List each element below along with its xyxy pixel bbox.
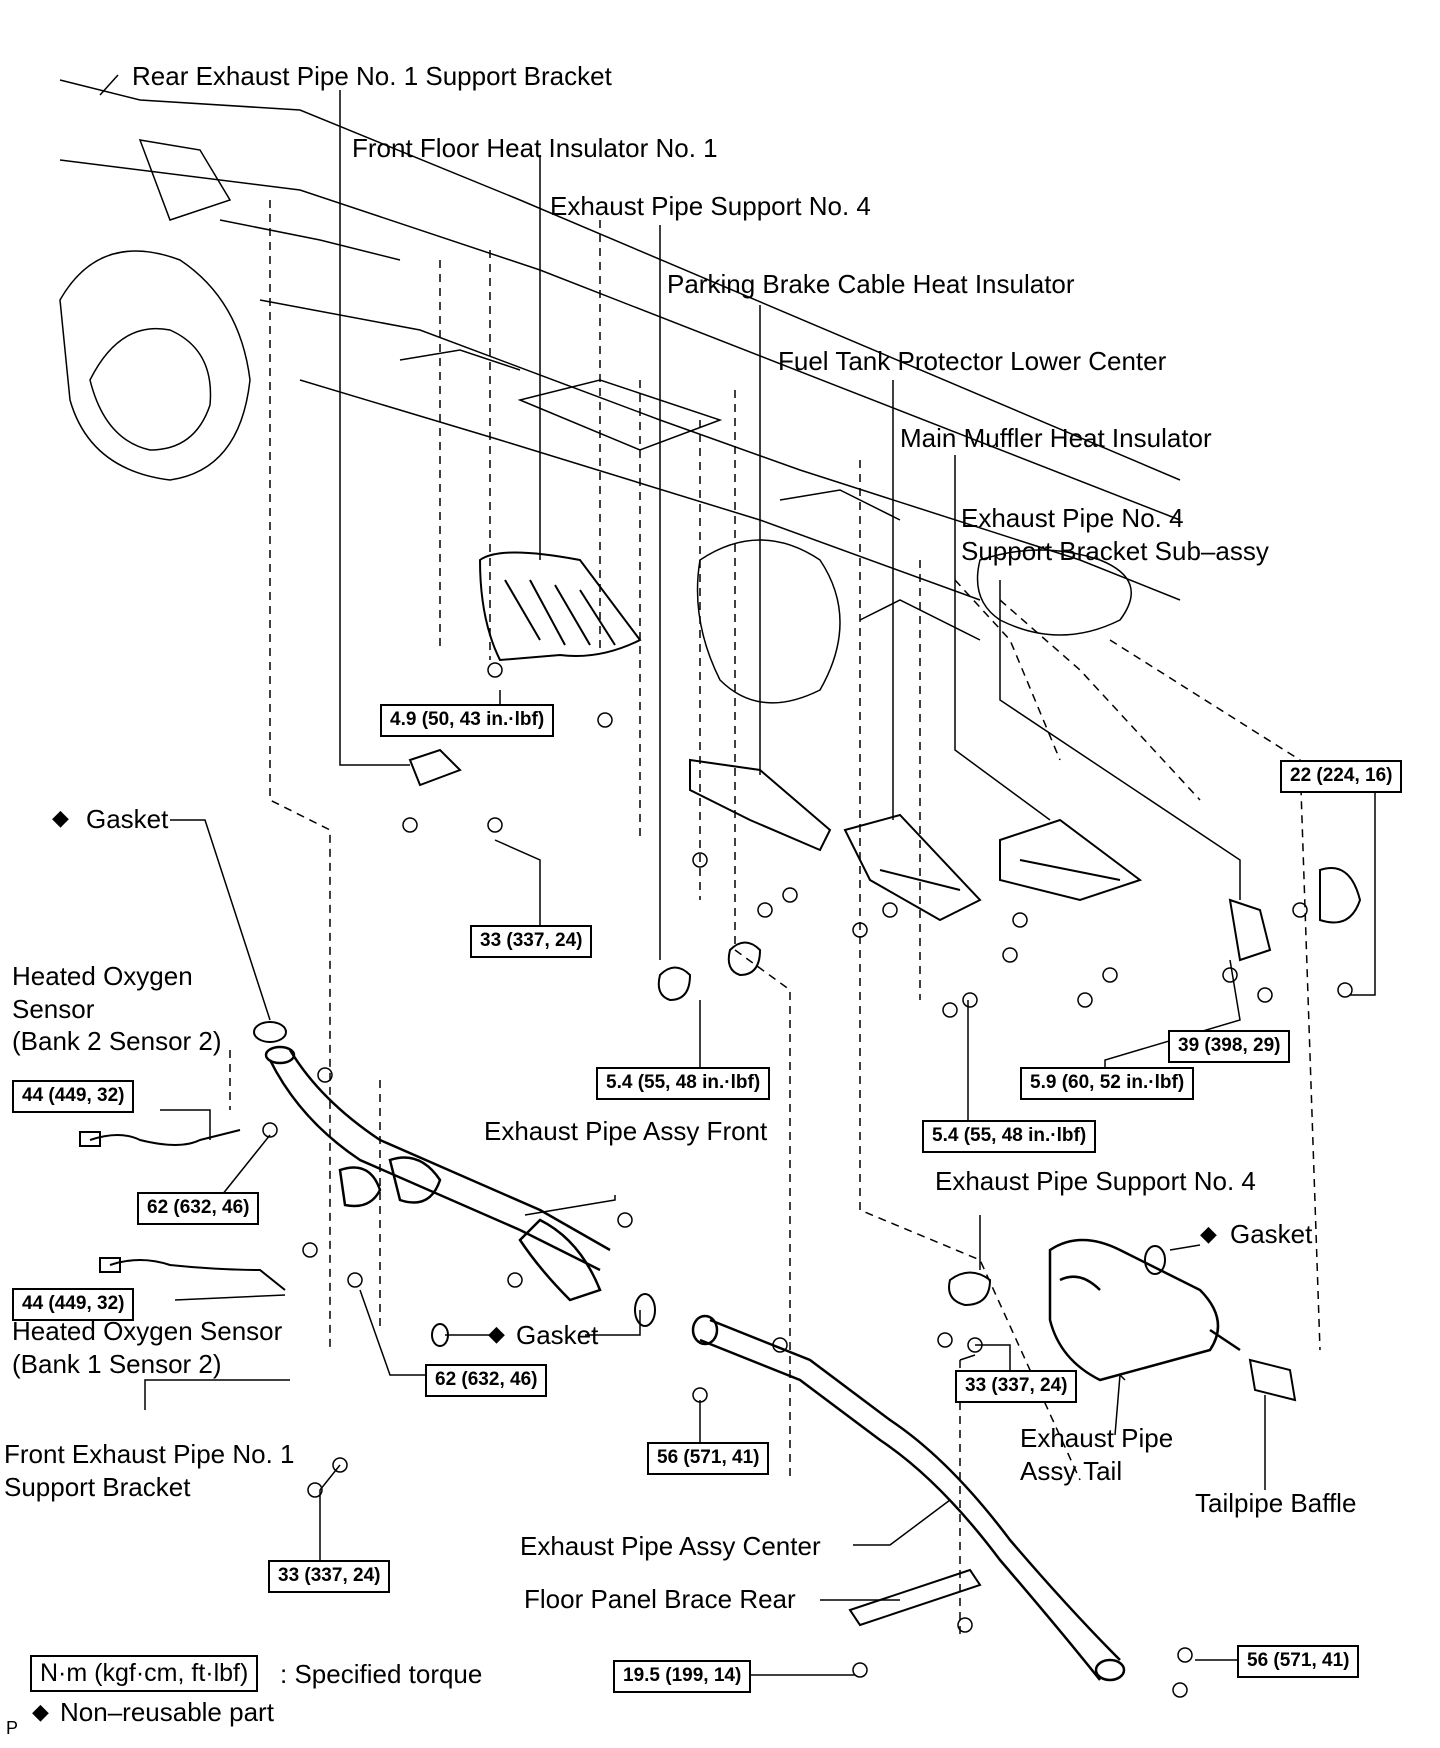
label-exhaust-pipe-support-no4-top: Exhaust Pipe Support No. 4 <box>550 191 871 221</box>
leader-lines <box>99 74 1376 1676</box>
label-front-floor-heat-insulator-no1: Front Floor Heat Insulator No. 1 <box>352 133 718 163</box>
torque-box: 44 (449, 32) <box>12 1288 135 1321</box>
label-gasket-middle: Gasket <box>516 1320 599 1350</box>
label-heated-oxygen-sensor-bank1: Heated Oxygen Sensor (Bank 1 Sensor 2) <box>12 1316 283 1379</box>
torque-box: 56 (571, 41) <box>1237 1645 1360 1678</box>
torque-box: 62 (632, 46) <box>425 1364 548 1397</box>
label-heated-oxygen-sensor-bank2: Heated Oxygen Sensor (Bank 2 Sensor 2) <box>12 961 222 1056</box>
label-floor-panel-brace-rear: Floor Panel Brace Rear <box>524 1584 796 1614</box>
label-exhaust-pipe-assy-center: Exhaust Pipe Assy Center <box>520 1531 821 1561</box>
legend-non-reusable-part: Non–reusable part <box>60 1697 274 1727</box>
oxygen-sensor-bank1 <box>99 1257 286 1291</box>
torque-box: 4.9 (50, 43 in.·lbf) <box>380 704 555 737</box>
label-exhaust-pipe-no4-support-bracket-sub-assy: Exhaust Pipe No. 4 Support Bracket Sub–a… <box>961 503 1269 566</box>
legend-unit-box: N·m (kgf·cm, ft·lbf) <box>30 1655 259 1692</box>
diamond-icon: ◆ <box>32 1700 49 1725</box>
torque-box: 56 (571, 41) <box>647 1442 770 1475</box>
bolts <box>262 662 1353 1698</box>
torque-box: 33 (337, 24) <box>268 1560 391 1593</box>
label-rear-exhaust-pipe-no1-support-bracket: Rear Exhaust Pipe No. 1 Support Bracket <box>132 61 612 91</box>
label-front-exhaust-pipe-no1-support-bracket: Front Exhaust Pipe No. 1 Support Bracket <box>4 1439 295 1502</box>
label-exhaust-pipe-assy-tail: Exhaust Pipe Assy Tail <box>1020 1423 1174 1486</box>
floor-panel-brace-rear <box>848 1568 982 1627</box>
label-tailpipe-baffle: Tailpipe Baffle <box>1195 1488 1357 1518</box>
tailpipe-baffle <box>1248 1358 1297 1402</box>
label-main-muffler-heat-insulator: Main Muffler Heat Insulator <box>900 423 1212 453</box>
torque-box: 5.9 (60, 52 in.·lbf) <box>1020 1067 1195 1100</box>
exhaust-pipe-assy-tail <box>1048 1238 1241 1382</box>
label-gasket-right: Gasket <box>1230 1219 1313 1249</box>
corner-mark: P <box>6 1718 19 1738</box>
diamond-icon: ◆ <box>488 1322 505 1347</box>
label-exhaust-pipe-support-no4-right: Exhaust Pipe Support No. 4 <box>935 1166 1256 1196</box>
gasket-ring-middle <box>634 1293 656 1327</box>
torque-box: 5.4 (55, 48 in.·lbf) <box>922 1120 1097 1153</box>
torque-box: 22 (224, 16) <box>1280 760 1403 793</box>
vehicle-underbody <box>59 79 1181 704</box>
torque-box: 19.5 (199, 14) <box>613 1660 752 1693</box>
label-parking-brake-cable-heat-insulator: Parking Brake Cable Heat Insulator <box>667 269 1075 299</box>
label-exhaust-pipe-assy-front: Exhaust Pipe Assy Front <box>484 1116 768 1146</box>
gasket-ring-front <box>253 1021 287 1043</box>
exhaust-pipe-assy-center <box>691 1314 1126 1682</box>
exhaust-pipe-assy-front <box>264 1045 611 1302</box>
torque-box: 62 (632, 46) <box>137 1192 260 1225</box>
torque-box: 33 (337, 24) <box>955 1370 1078 1403</box>
label-gasket-front: Gasket <box>86 804 169 834</box>
torque-box: 39 (398, 29) <box>1168 1030 1291 1063</box>
fuel-tank-protector-lower-center <box>843 813 982 922</box>
gasket-ring-right <box>1144 1245 1166 1275</box>
support-brackets <box>408 748 1362 1307</box>
torque-box: 33 (337, 24) <box>470 925 593 958</box>
torque-box: 44 (449, 32) <box>12 1080 135 1113</box>
oxygen-sensor-bank2 <box>79 1129 241 1147</box>
diamond-icon: ◆ <box>1200 1222 1217 1247</box>
diamond-icon: ◆ <box>52 806 69 831</box>
front-floor-heat-insulator <box>478 551 642 662</box>
legend-specified-torque: : Specified torque <box>280 1659 483 1689</box>
main-muffler-heat-insulator <box>999 818 1143 902</box>
label-fuel-tank-protector-lower-center: Fuel Tank Protector Lower Center <box>778 346 1167 376</box>
torque-box: 5.4 (55, 48 in.·lbf) <box>596 1067 771 1100</box>
